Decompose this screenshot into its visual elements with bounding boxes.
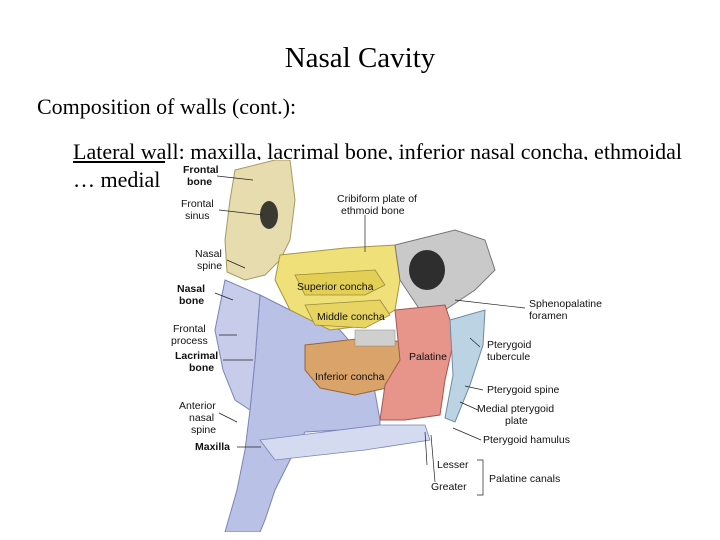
slide-subtitle: Composition of walls (cont.): [37,94,297,119]
leader-sphenopalatine [454,299,526,309]
leader-frontal-sinus [218,209,264,216]
label-pterygoid-spine: Pterygoid spine [487,384,560,396]
bracket-palatine-canals [477,459,484,496]
label-inferior-concha: Inferior concha [315,371,385,383]
leader-lesser [424,431,428,466]
label-frontal-bone-2: bone [187,176,212,188]
leader-medial-plate [459,401,479,411]
label-middle-concha: Middle concha [317,311,385,323]
label-nasal-bone-2: bone [179,295,204,307]
label-nasal-bone-1: Nasal [177,283,205,295]
label-sphenopalatine-1: Sphenopalatine [529,298,602,310]
meatus-shape [354,329,396,347]
leader-nasal-spine [226,259,246,269]
label-sphenopalatine-2: foramen [529,310,568,322]
leader-pterygoid-spine [464,385,484,391]
label-frontal-bone-1: Frontal [183,164,219,176]
label-lesser: Lesser [437,459,469,471]
leader-greater [430,434,436,483]
leader-pterygoid-tubercule [469,337,481,348]
label-medial-pterygoid-1: Medial pterygoid [477,403,554,415]
superior-concha-shape [294,269,386,296]
leader-nasal-bone [214,292,234,301]
label-palatine-canals: Palatine canals [489,473,560,485]
medial-pterygoid-plate-shape [444,309,486,423]
label-lacrimal-bone-1: Lacrimal [175,350,218,362]
label-nasal-spine-1: Nasal [195,248,222,260]
frontal-sinus-shape [260,201,278,229]
palate-shape [259,424,431,461]
leader-frontal-bone [216,175,254,181]
label-greater: Greater [431,481,467,493]
label-cribiform-1: Cribiform plate of [337,193,417,205]
nasal-wall-illustration: Frontal bone Frontal sinus Nasal spine N… [165,160,615,532]
label-anterior-nasal-spine-3: spine [191,424,216,436]
label-cribiform-2: ethmoid bone [341,205,405,217]
frontal-bone-shape [224,160,296,281]
label-lacrimal-bone-2: bone [189,362,214,374]
leader-hamulus [452,427,482,441]
label-frontal-sinus-1: Frontal [181,198,214,210]
label-superior-concha: Superior concha [297,281,374,293]
label-anterior-nasal-spine-1: Anterior [179,400,216,412]
sphenoid-sinus-shape [409,250,445,290]
lateral-wall-heading: Lateral wall [73,139,179,164]
label-frontal-process-1: Frontal [173,323,206,335]
label-frontal-sinus-2: sinus [185,210,210,222]
label-maxilla: Maxilla [195,441,230,453]
nasal-bone-shape [214,279,261,411]
label-pterygoid-hamulus: Pterygoid hamulus [483,434,570,446]
middle-concha-shape [304,299,391,329]
label-nasal-spine-2: spine [197,260,222,272]
slide-title: Nasal Cavity [284,42,436,74]
label-pterygoid-tubercule-2: tubercule [487,351,530,363]
label-frontal-process-2: process [171,335,208,347]
label-pterygoid-tubercule-1: Pterygoid [487,339,532,351]
label-palatine: Palatine [409,351,447,363]
leader-anterior-nasal-spine [218,412,238,423]
nasal-wall-svg: Frontal bone Frontal sinus Nasal spine N… [165,160,615,532]
label-medial-pterygoid-2: plate [505,415,528,427]
label-anterior-nasal-spine-2: nasal [189,412,214,424]
